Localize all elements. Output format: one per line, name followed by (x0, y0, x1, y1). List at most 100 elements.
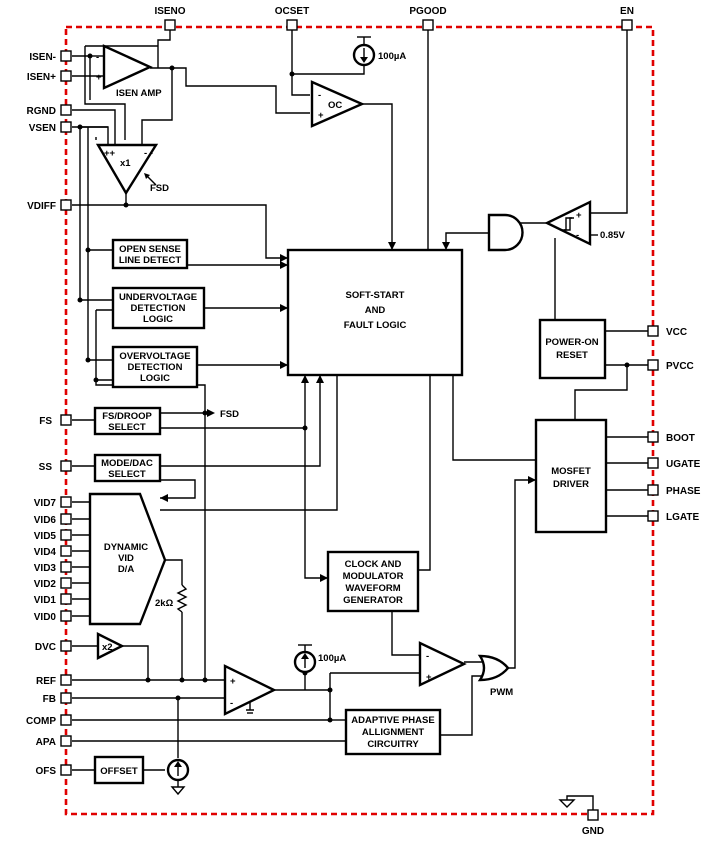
offset-block (93, 755, 145, 785)
svg-text:+: + (426, 672, 432, 683)
top-pins: ISENO OCSET PGOOD EN (154, 6, 634, 31)
svg-text:FS/DROOP: FS/DROOP (102, 411, 152, 422)
svg-text:ADAPTIVE PHASE: ADAPTIVE PHASE (351, 715, 434, 726)
svg-text:-: - (230, 698, 233, 709)
pin-ocset: OCSET (275, 6, 309, 17)
svg-text:UNDERVOLTAGE: UNDERVOLTAGE (119, 292, 197, 303)
svg-text:DRIVER: DRIVER (553, 479, 589, 490)
en-comparator (544, 200, 592, 246)
power-on-reset-block (538, 318, 607, 380)
svg-text:AND: AND (365, 305, 386, 316)
pwm-label: PWM (490, 687, 513, 698)
arrowheads (160, 242, 536, 582)
pin-comp: COMP (26, 716, 56, 727)
svg-text:ALLIGNMENT: ALLIGNMENT (362, 727, 424, 738)
svg-text:-: - (96, 52, 99, 63)
pin-ss: SS (39, 462, 53, 473)
mode-dac-block (93, 453, 162, 483)
isen-amp-triangle (102, 44, 153, 90)
svg-text:OFFSET: OFFSET (100, 766, 138, 777)
svg-text:+: + (318, 110, 324, 121)
pin-pgood: PGOOD (409, 6, 446, 17)
pin-vsen: VSEN (29, 123, 56, 134)
pin-boot: BOOT (666, 433, 695, 444)
svg-text:DYNAMIC: DYNAMIC (104, 542, 148, 553)
dynamic-vid-dac (88, 492, 167, 626)
svg-text:CLOCK AND: CLOCK AND (345, 559, 402, 570)
svg-text:RESET: RESET (556, 350, 588, 361)
svg-text:-: - (576, 230, 579, 241)
svg-text:-: - (426, 651, 429, 662)
svg-text:LOGIC: LOGIC (143, 314, 173, 325)
wires (72, 28, 650, 810)
pin-ugate: UGATE (666, 459, 701, 470)
oc-label: OC (328, 100, 342, 111)
current-100ua-mid-label: 100µA (318, 653, 346, 664)
open-sense-block (111, 238, 189, 270)
mosfet-driver-block (534, 418, 608, 534)
svg-text:-: - (318, 90, 321, 101)
undervoltage-block (111, 286, 206, 330)
svg-text:+: + (96, 72, 102, 83)
pin-vcc: VCC (666, 327, 687, 338)
fsd-out-label: FSD (220, 409, 239, 420)
adaptive-phase-block (344, 708, 442, 756)
pin-vid1: VID1 (34, 595, 57, 606)
res-2k-label: 2kΩ (155, 598, 174, 609)
pin-vid2: VID2 (34, 579, 57, 590)
isen-amp-label: ISEN AMP (116, 88, 162, 99)
svg-text:OPEN SENSE: OPEN SENSE (119, 244, 181, 255)
pin-phase: PHASE (666, 486, 701, 497)
pin-vid5: VID5 (34, 531, 57, 542)
pin-vid6: VID6 (34, 515, 57, 526)
svg-text:- -: - - (144, 148, 153, 159)
pin-ref: REF (36, 676, 56, 687)
pin-fs: FS (39, 416, 52, 427)
svg-text:OVERVOLTAGE: OVERVOLTAGE (119, 351, 190, 362)
svg-text:GENERATOR: GENERATOR (343, 595, 403, 606)
x1-label: x1 (120, 158, 131, 169)
svg-text:SELECT: SELECT (108, 469, 146, 480)
right-pins: VCC PVCC BOOT UGATE PHASE LGATE (647, 325, 701, 523)
svg-text:SOFT-START: SOFT-START (346, 290, 405, 301)
softstart-fault-block (286, 248, 464, 377)
pin-lgate: LGATE (666, 512, 699, 523)
x1-buffer-triangle (95, 143, 159, 196)
svg-text:MODULATOR: MODULATOR (343, 571, 404, 582)
fs-droop-block (93, 406, 162, 436)
pin-vid7: VID7 (34, 498, 57, 509)
svg-text:WAVEFORM: WAVEFORM (345, 583, 400, 594)
svg-text:+: + (230, 676, 236, 687)
svg-text:POWER-ON: POWER-ON (545, 337, 598, 348)
pin-vid4: VID4 (34, 547, 57, 558)
pin-ofs: OFS (35, 766, 56, 777)
pin-isen-minus: ISEN- (29, 52, 56, 63)
svg-text:DETECTION: DETECTION (128, 362, 183, 373)
x2-buffer (96, 632, 125, 660)
svg-text:LINE DETECT: LINE DETECT (119, 255, 181, 266)
left-pins: ISEN- ISEN+ RGND VSEN VDIFF FS SS VID7 V… (26, 50, 72, 777)
svg-text:VID: VID (118, 553, 134, 564)
svg-text:+: + (576, 210, 582, 221)
fsd-in-label: FSD (150, 183, 169, 194)
junctions (77, 53, 630, 723)
svg-text:++: ++ (104, 148, 116, 159)
and-gate (487, 213, 524, 252)
or-gate (477, 654, 510, 682)
pin-fb: FB (43, 694, 56, 705)
clock-modulator-block (326, 550, 420, 613)
pin-vid3: VID3 (34, 563, 57, 574)
bottom-pins: GND (582, 809, 604, 837)
pin-en: EN (620, 6, 634, 17)
svg-text:FAULT LOGIC: FAULT LOGIC (344, 320, 407, 331)
pin-pvcc: PVCC (666, 361, 694, 372)
svg-text:SELECT: SELECT (108, 422, 146, 433)
pwm-comparator (418, 641, 467, 687)
oc-comparator (310, 80, 365, 128)
current-100ua-top-label: 100µA (378, 51, 406, 62)
pin-vdiff: VDIFF (27, 201, 56, 212)
svg-text:CIRCUITRY: CIRCUITRY (367, 739, 419, 750)
pin-iseno: ISENO (154, 6, 185, 17)
x2-label: x2 (102, 642, 113, 653)
